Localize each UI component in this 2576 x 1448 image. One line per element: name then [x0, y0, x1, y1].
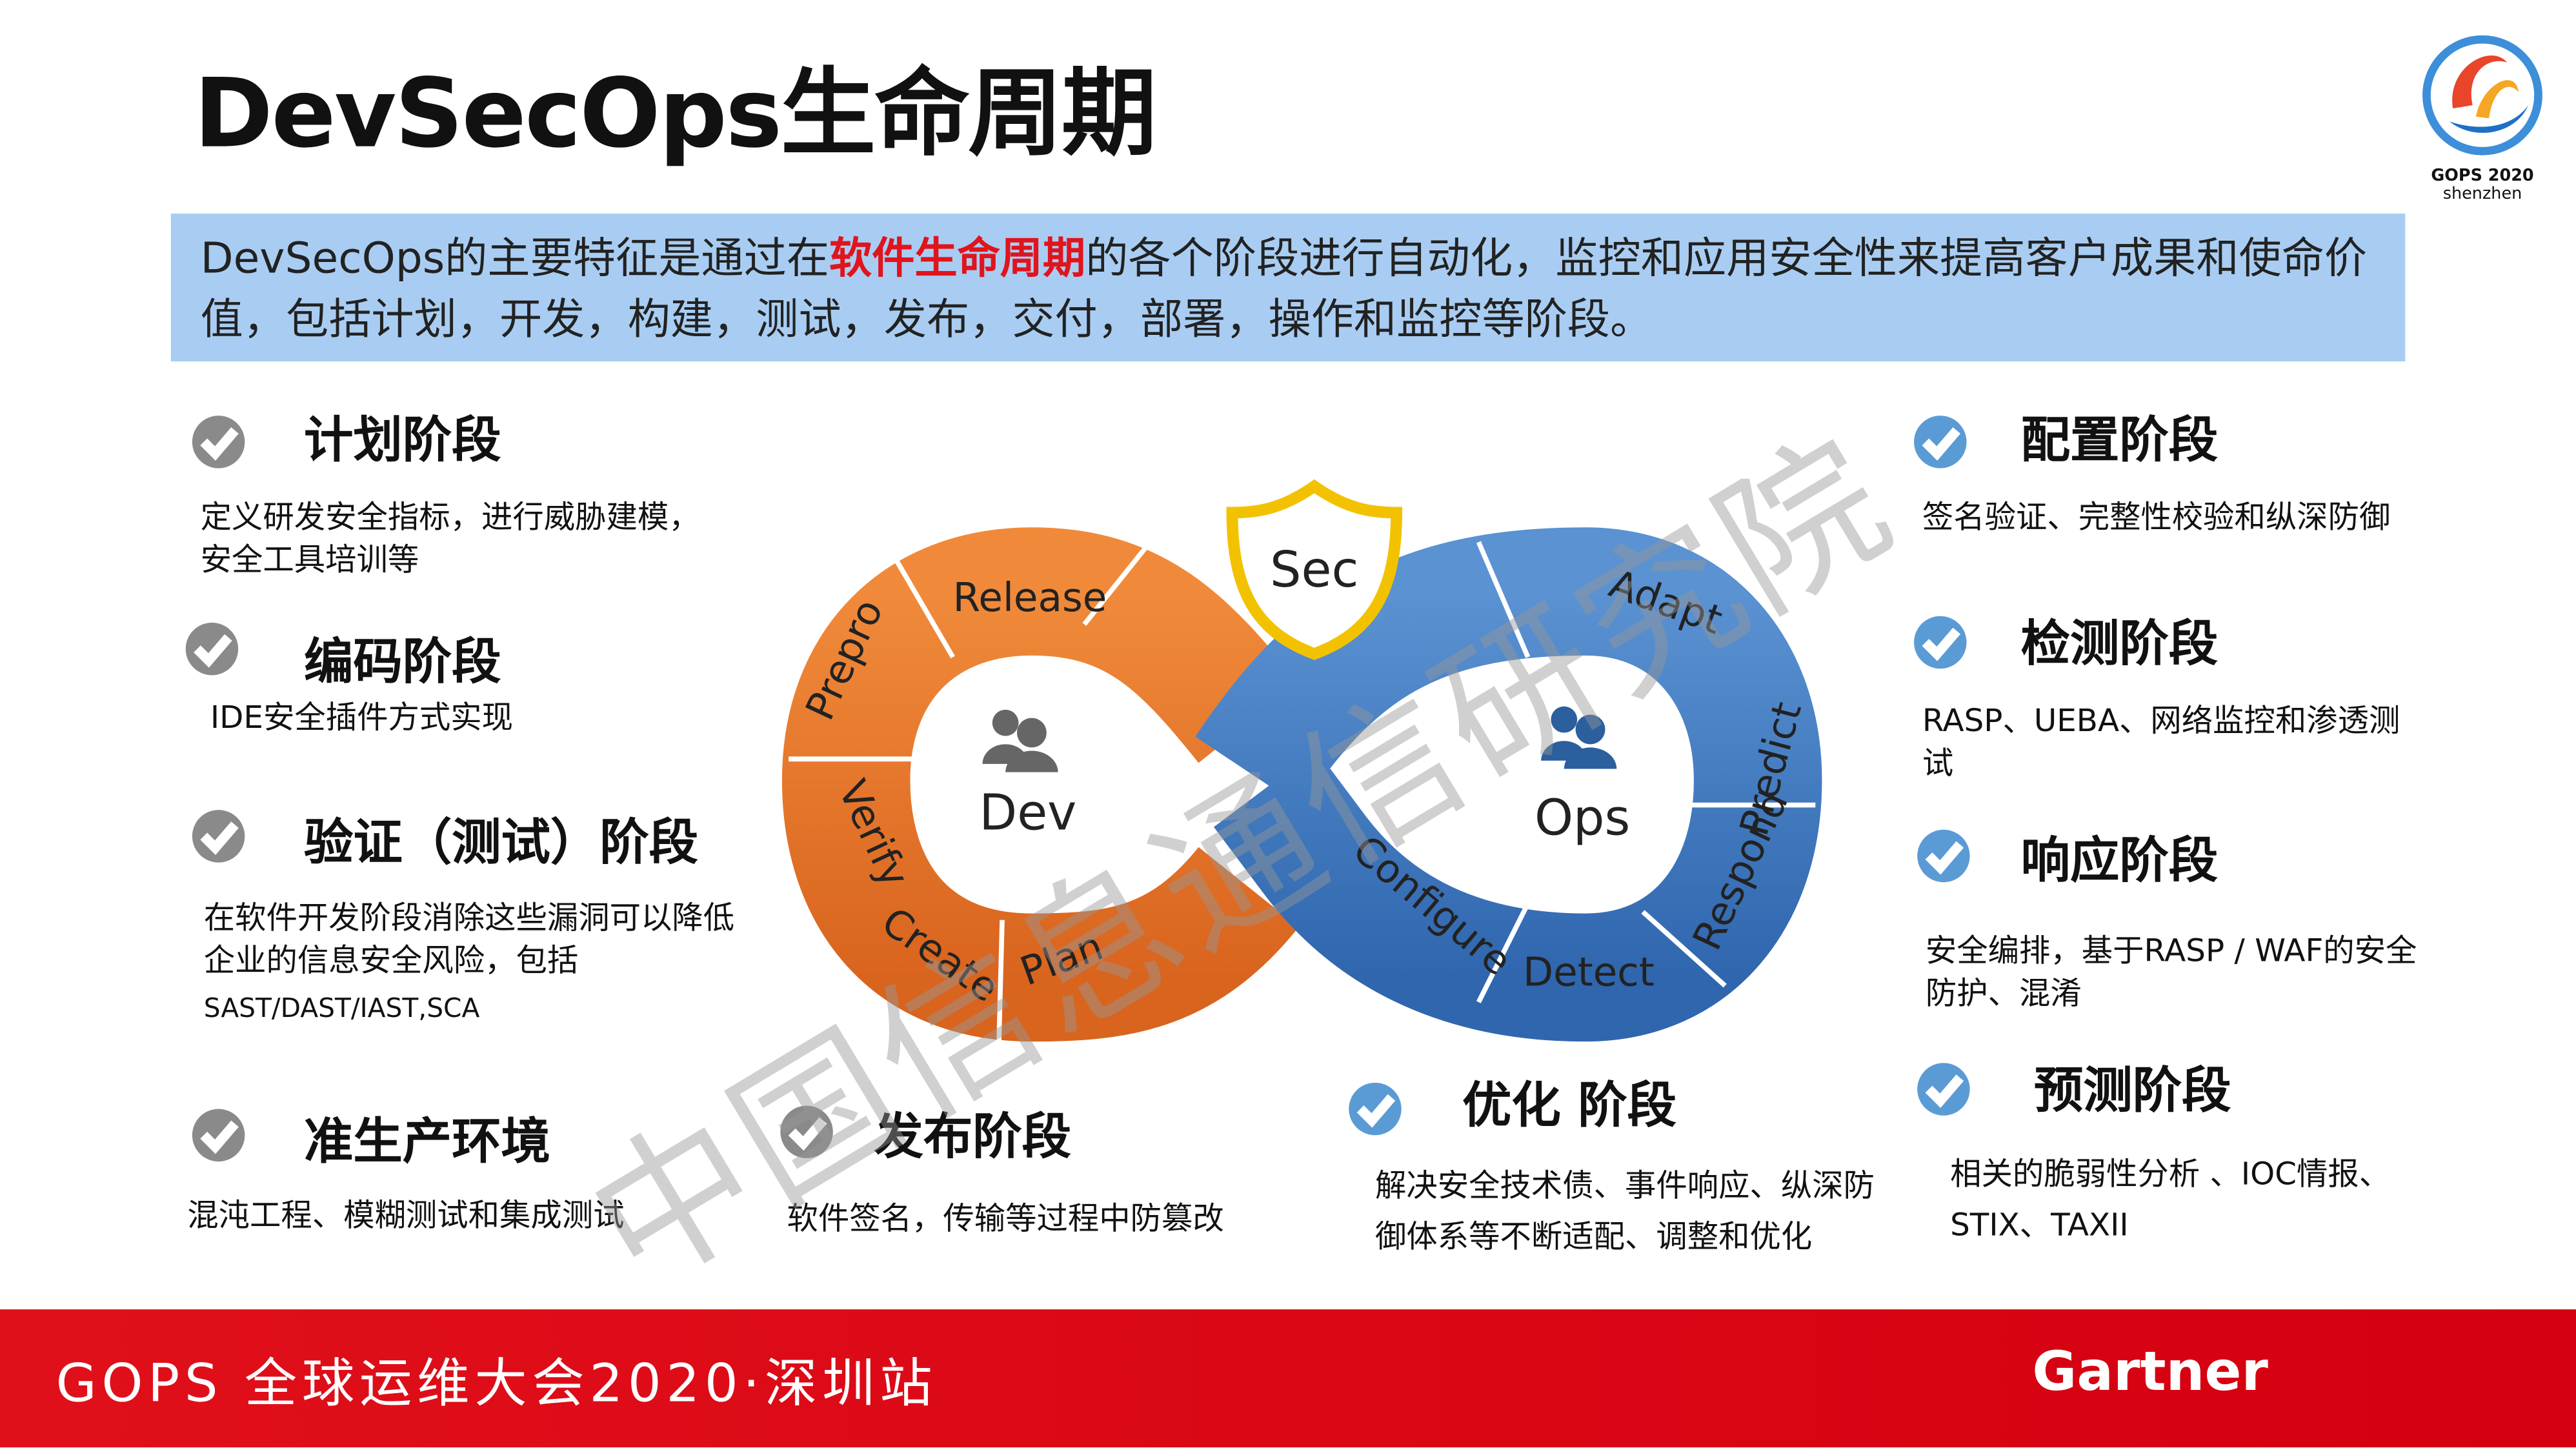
- check-blue-icon: [1916, 828, 1972, 884]
- dev-people-icon: [982, 709, 1058, 772]
- check-gray-icon: [779, 1104, 835, 1160]
- footer-event-name: GOPS 全球运维大会2020·深圳站: [55, 1352, 938, 1415]
- stage-title-detect: 检测阶段: [2020, 616, 2219, 674]
- stage-title-plan: 计划阶段: [304, 412, 501, 470]
- gops-logo: GOPS 2020 shenzhen: [2408, 26, 2556, 207]
- check-blue-icon: [1913, 414, 1969, 470]
- check-gray-icon: [184, 621, 240, 677]
- stage-desc-optimize: 解决安全技术债、事件响应、纵深防御体系等不断适配、调整和优化: [1375, 1168, 1875, 1256]
- stage-desc-verify: 在软件开发阶段消除这些漏洞可以降低企业的信息安全风险，包括: [203, 900, 735, 980]
- stage-title-optimize: 优化 阶段: [1462, 1078, 1677, 1136]
- stage-desc-predict: 相关的脆弱性分析 、IOC情报、STIX、TAXII: [1950, 1156, 2391, 1244]
- stage-desc-preprod: 混沌工程、模糊测试和集成测试: [187, 1198, 625, 1234]
- footer-bar: GOPS 全球运维大会2020·深圳站 Gartner: [0, 1309, 2576, 1448]
- check-gray-icon: [190, 809, 247, 865]
- stage-desc-detect: RASP、UEBA、网络监控和渗透测试: [1922, 703, 2400, 782]
- segment-release: Release: [953, 575, 1107, 621]
- stage-desc-verify-tools: SAST/DAST/IAST,SCA: [203, 992, 480, 1024]
- stage-desc-code: IDE安全插件方式实现: [210, 699, 513, 736]
- footer-sponsor: Gartner: [2032, 1338, 2268, 1403]
- stage-title-release: 发布阶段: [874, 1109, 1071, 1167]
- stage-title-code: 编码阶段: [304, 634, 501, 692]
- intro-banner: DevSecOps的主要特征是通过在软件生命周期的各个阶段进行自动化，监控和应用…: [170, 213, 2406, 362]
- check-gray-icon: [190, 1107, 247, 1163]
- intro-text-after: 的各个阶段进行自动化，监控和应用安全性来提高客户成果和使命价值，包括计划，开发，…: [200, 235, 2368, 345]
- sec-shield-icon: [1226, 479, 1403, 660]
- ops-label: Ops: [1535, 789, 1630, 847]
- stage-title-respond: 响应阶段: [2020, 832, 2219, 890]
- stage-title-verify: 验证（测试）阶段: [304, 814, 699, 872]
- stage-title-preprod: 准生产环境: [304, 1114, 550, 1172]
- ops-people-icon: [1541, 706, 1617, 769]
- stage-title-configure: 配置阶段: [2020, 412, 2219, 470]
- stage-desc-plan: 定义研发安全指标，进行威胁建模，安全工具培训等: [200, 499, 700, 579]
- logo-text-city: shenzhen: [2442, 185, 2522, 204]
- dev-label: Dev: [979, 785, 1076, 842]
- stage-desc-release: 软件签名，传输等过程中防篡改: [787, 1201, 1224, 1238]
- check-blue-icon: [1913, 614, 1969, 670]
- check-gray-icon: [190, 414, 247, 470]
- sec-label: Sec: [1270, 541, 1358, 599]
- intro-highlight: 软件生命周期: [829, 235, 1086, 285]
- ops-loop: [1195, 527, 1822, 1042]
- gops-logo-icon: [2422, 35, 2542, 156]
- logo-text-year: GOPS 2020: [2431, 167, 2534, 186]
- stage-desc-respond: 安全编排，基于RASP / WAF的安全防护、混淆: [1925, 933, 2417, 1012]
- page-title: DevSecOps生命周期: [194, 57, 1156, 170]
- devsecops-infinity-diagram: Release Prepro Verify Create Plan Adapt …: [781, 479, 1822, 1043]
- segment-detect: Detect: [1523, 950, 1655, 996]
- intro-text-before: DevSecOps的主要特征是通过在: [200, 235, 830, 285]
- check-blue-icon: [1347, 1081, 1404, 1137]
- dev-loop: [781, 527, 1299, 1042]
- stage-desc-configure: 签名验证、完整性校验和纵深防御: [1922, 499, 2391, 536]
- stage-title-predict: 预测阶段: [2033, 1063, 2231, 1121]
- check-blue-icon: [1916, 1061, 1972, 1118]
